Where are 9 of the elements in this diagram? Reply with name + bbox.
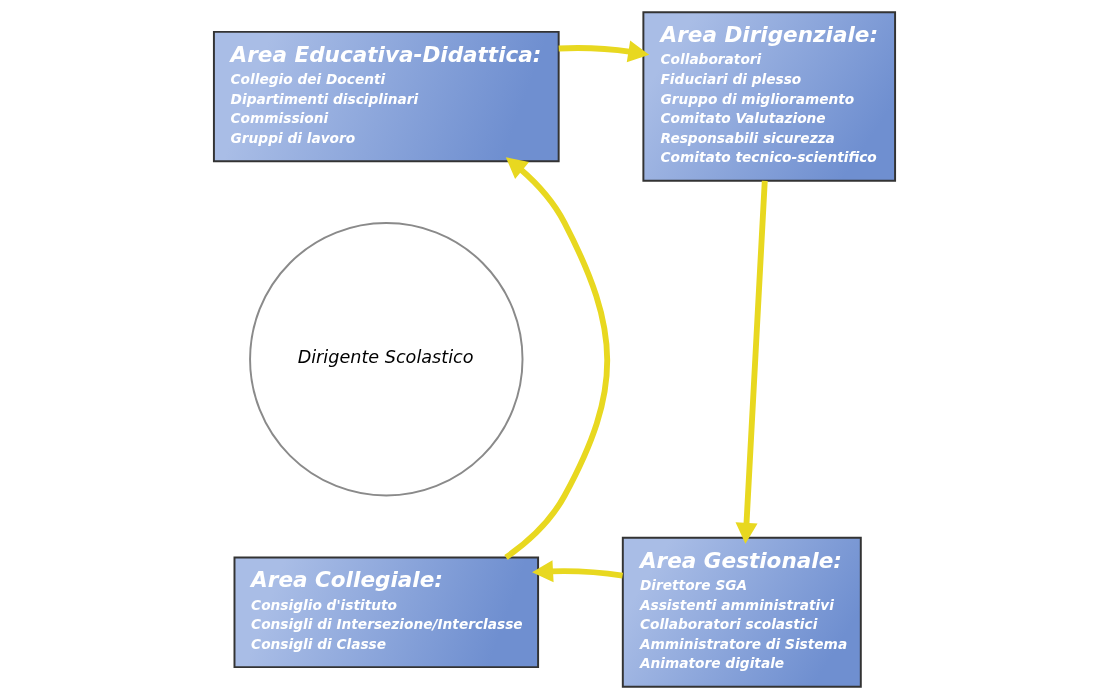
arrow <box>531 560 623 583</box>
node-box: Area Educativa-Didattica: Collegio dei Docenti Dipartimenti disciplinari Commissioni Gruppi di lavoro <box>212 30 560 163</box>
arrow <box>558 40 649 63</box>
arrow <box>503 157 610 560</box>
node-box: Area Dirigenziale: Collaboratori Fiduciari di plesso Gruppo di miglioramento Comitato Valutazione Responsabili sicurezza Comitato tecnico-scientifico <box>641 11 896 182</box>
node-circle: Dirigente Scolastico <box>248 222 523 497</box>
arrow <box>735 180 768 544</box>
node-box: Area Gestionale: Direttore SGA Assistenti amministrativi Collaboratori scolastici Amministratore di Sistema Animatore digitale <box>621 536 862 688</box>
node-box: Area Collegiale: Consiglio d'istituto Consigli di Intersezione/Interclasse Consigli di Classe <box>233 556 539 669</box>
